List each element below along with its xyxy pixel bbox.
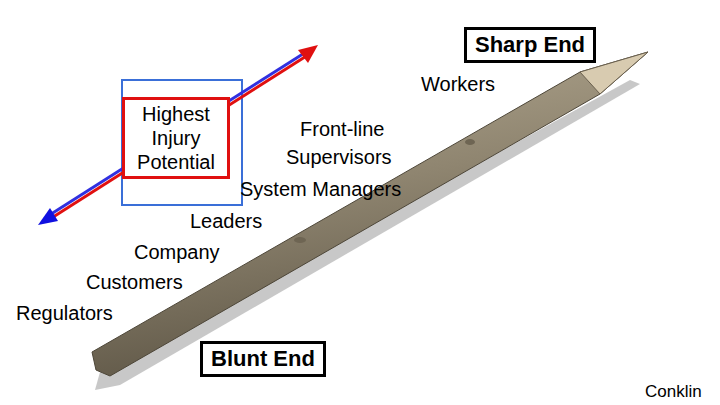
stick-knot bbox=[465, 139, 475, 145]
box-text: Blunt End bbox=[211, 346, 315, 372]
role-label: Customers bbox=[86, 271, 183, 293]
end-box: Sharp End bbox=[464, 27, 596, 63]
stick-body bbox=[92, 52, 648, 376]
role-label: Supervisors bbox=[286, 146, 392, 168]
injury-box: Highest Injury Potential bbox=[122, 97, 230, 179]
role-label: Leaders bbox=[190, 210, 262, 232]
arrow-head bbox=[38, 208, 58, 225]
stick-knot bbox=[294, 237, 306, 243]
box-text: Highest Injury Potential bbox=[129, 102, 223, 174]
box-text: Sharp End bbox=[475, 32, 585, 58]
role-label: System Managers bbox=[240, 178, 401, 200]
role-label: Front-line bbox=[300, 118, 384, 140]
arrow-head bbox=[298, 45, 318, 63]
end-box: Blunt End bbox=[200, 341, 326, 377]
author-credit: Conklin bbox=[645, 383, 702, 402]
blue-outline bbox=[122, 80, 242, 205]
role-label: Company bbox=[134, 241, 220, 263]
stick-shadow bbox=[95, 80, 640, 390]
role-label: Workers bbox=[421, 73, 495, 95]
role-label: Regulators bbox=[16, 302, 113, 324]
